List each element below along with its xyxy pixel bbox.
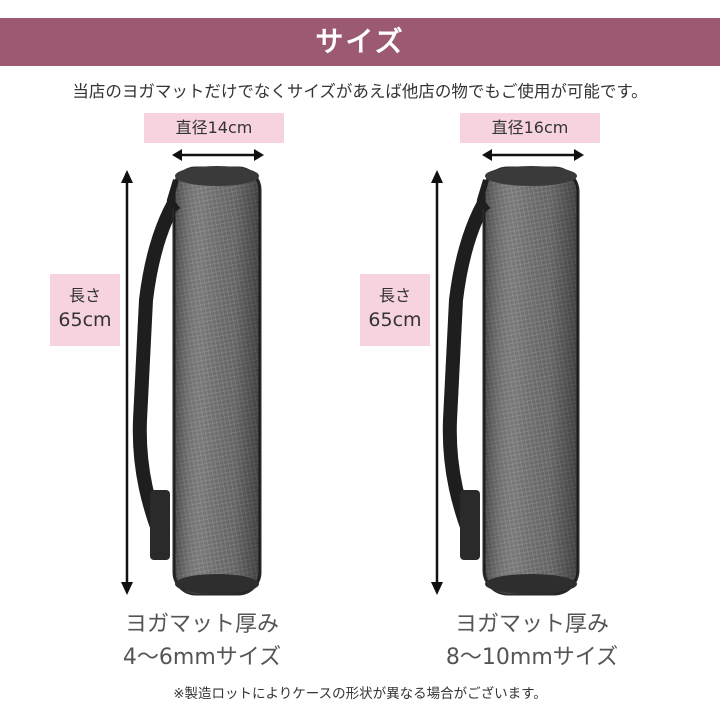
subtitle-text: 当店のヨガマットだけでなくサイズがあえば他店の物でもご使用が可能です。 [72, 82, 648, 101]
diameter-label: 直径14cm [144, 113, 284, 143]
diameter-label: 直径16cm [460, 113, 600, 143]
section-title: サイズ [315, 25, 405, 58]
double-arrow-icon [121, 170, 133, 595]
thickness-caption: ヨガマット厚み 4～6mmサイズ [122, 612, 282, 670]
product-small-illustration [121, 149, 264, 596]
section-banner: サイズ [0, 18, 720, 66]
double-arrow-icon [431, 170, 443, 595]
thickness-caption: ヨガマット厚み 8～10mmサイズ [445, 612, 619, 670]
double-arrow-icon [482, 149, 584, 161]
length-label: 長さ 65cm [360, 274, 430, 346]
product-large: 直径16cm 長さ 65cm ヨガマット厚み 8～10mmサイズ [310, 0, 670, 680]
double-arrow-icon [172, 149, 264, 161]
product-large-illustration [431, 149, 584, 596]
length-label: 長さ 65cm [50, 274, 120, 346]
product-small: 直径14cm 長さ 65cm ヨガマット厚み 4～6mmサイズ [0, 0, 360, 680]
yoga-bag-image [442, 166, 580, 596]
yoga-bag-image [132, 166, 262, 596]
footnote-text: ※製造ロットによりケースの形状が異なる場合がございます。 [173, 686, 547, 702]
